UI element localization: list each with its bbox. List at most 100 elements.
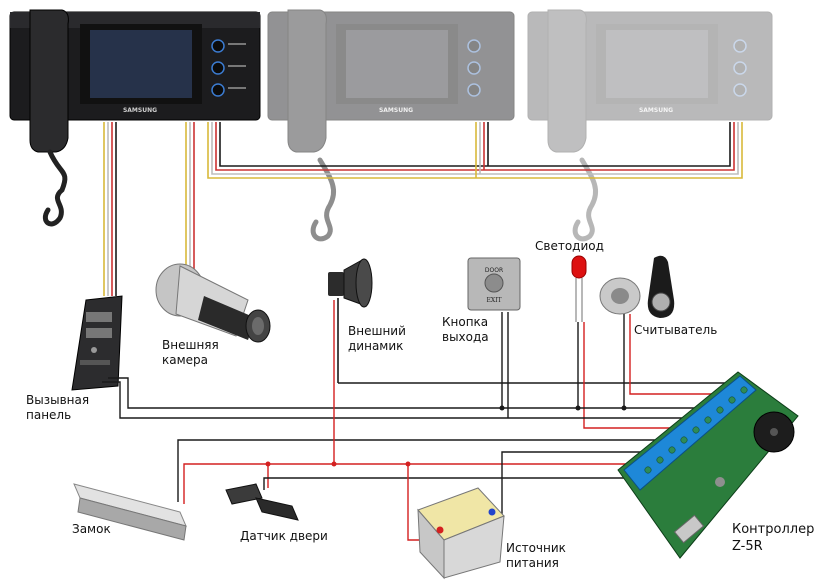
magnetic-lock (73, 483, 187, 541)
exit-button-text-top: DOOR (485, 267, 503, 274)
sensor-body (225, 483, 263, 505)
label-power-supply: Источник питания (506, 541, 566, 570)
camera-lens-barrel (198, 296, 256, 340)
monitor-bus-wires (207, 122, 743, 179)
monitor-screen-frame (596, 24, 718, 104)
junction-dot (331, 461, 337, 467)
reader-wire-red (629, 314, 720, 395)
label-camera: Внешняя камера (162, 338, 219, 367)
buzzer-hole (770, 428, 778, 436)
monitor-brand: SAMSUNG (123, 107, 157, 114)
handset-cord (572, 157, 599, 242)
label-call-panel: Вызывная панель (26, 393, 90, 422)
controller-crystal (673, 514, 705, 544)
speaker-rim (355, 258, 373, 308)
monitor-screen (606, 30, 708, 98)
sensor-magnet (255, 497, 299, 521)
label-led: Светодиод (535, 239, 604, 253)
bus-wire-white (211, 122, 739, 175)
led-wire-red (583, 322, 700, 429)
camera-lens-glass (252, 317, 264, 335)
battery-terminal-plus (436, 526, 444, 534)
panel-lock-wire (102, 381, 690, 419)
terminal-screw (716, 406, 724, 414)
call-panel (71, 295, 123, 391)
junction-dot (621, 405, 627, 411)
label-speaker: Внешний динамик (348, 324, 406, 353)
battery-front (417, 508, 445, 580)
controller-capacitor (715, 477, 725, 487)
label-controller: Контроллер Z-5R (732, 522, 815, 554)
led (571, 255, 587, 322)
handset (29, 9, 69, 153)
power-supply-battery (417, 487, 505, 580)
terminal-screw (704, 416, 712, 424)
monitor-screen (346, 30, 448, 98)
panel-feed-wires (103, 122, 117, 296)
terminal-screw (692, 426, 700, 434)
speaker-magnet (328, 272, 344, 296)
handset (547, 9, 587, 153)
handset-cord (42, 149, 68, 227)
monitor-brand: SAMSUNG (379, 107, 413, 114)
terminal-screw (728, 396, 736, 404)
monitor-button-2[interactable] (467, 61, 481, 75)
reader-contact (611, 288, 629, 304)
handset-cord (310, 157, 337, 242)
controller-terminals (644, 386, 748, 474)
ground-bus (108, 377, 700, 409)
lock-wire-black (177, 439, 660, 502)
call-panel-grille (86, 312, 112, 322)
bus-wire-black (219, 122, 731, 167)
camera-feed-wires (185, 122, 195, 270)
monitor-brand: SAMSUNG (639, 107, 673, 114)
button-caption-1 (228, 43, 246, 45)
monitor-1: SAMSUNG (9, 9, 261, 227)
reader (599, 255, 675, 318)
controller-z5r (617, 371, 799, 559)
call-panel-call-button[interactable] (80, 360, 110, 365)
exit-button: DOOR EXIT (467, 257, 521, 311)
monitor-2: SAMSUNG (267, 9, 515, 242)
monitor-button-1[interactable] (733, 39, 747, 53)
monitor-button-1[interactable] (211, 39, 225, 53)
button-caption-3 (228, 87, 246, 89)
label-exit-button: Кнопка выхода (442, 315, 489, 344)
door-sensor (225, 483, 299, 521)
bus-wire-yellow (207, 122, 743, 179)
battery-terminal-minus (488, 508, 496, 516)
terminal-screw (656, 456, 664, 464)
monitor-3: SAMSUNG (527, 9, 773, 242)
monitor-button-2[interactable] (211, 61, 225, 75)
label-reader: Считыватель (634, 323, 718, 337)
controller-pcb (617, 371, 799, 559)
terminal-screw (644, 466, 652, 474)
call-panel-camera (91, 347, 97, 353)
terminal-screw (740, 386, 748, 394)
call-panel-body (71, 295, 123, 391)
lock-front (77, 497, 187, 541)
terminal-screw (668, 446, 676, 454)
exit-button-push[interactable] (484, 273, 504, 293)
bus-wire-red (215, 122, 735, 171)
label-door-sensor: Датчик двери (240, 529, 328, 543)
external-camera (155, 263, 271, 343)
junction-dot (499, 405, 505, 411)
monitor-button-3[interactable] (467, 83, 481, 97)
exit-button-text-bottom: EXIT (486, 297, 501, 304)
monitor-body (527, 11, 773, 121)
junction-dot (575, 405, 581, 411)
led-dome (571, 255, 587, 279)
monitor-button-1[interactable] (467, 39, 481, 53)
monitor-button-3[interactable] (211, 83, 225, 97)
button-caption-2 (228, 65, 246, 67)
handset (287, 9, 327, 153)
monitor-button-2[interactable] (733, 61, 747, 75)
label-lock: Замок (72, 522, 111, 536)
sensor-wire-black (263, 477, 640, 490)
external-speaker (328, 258, 373, 308)
ibutton-tablet (651, 292, 671, 312)
monitor-button-3[interactable] (733, 83, 747, 97)
